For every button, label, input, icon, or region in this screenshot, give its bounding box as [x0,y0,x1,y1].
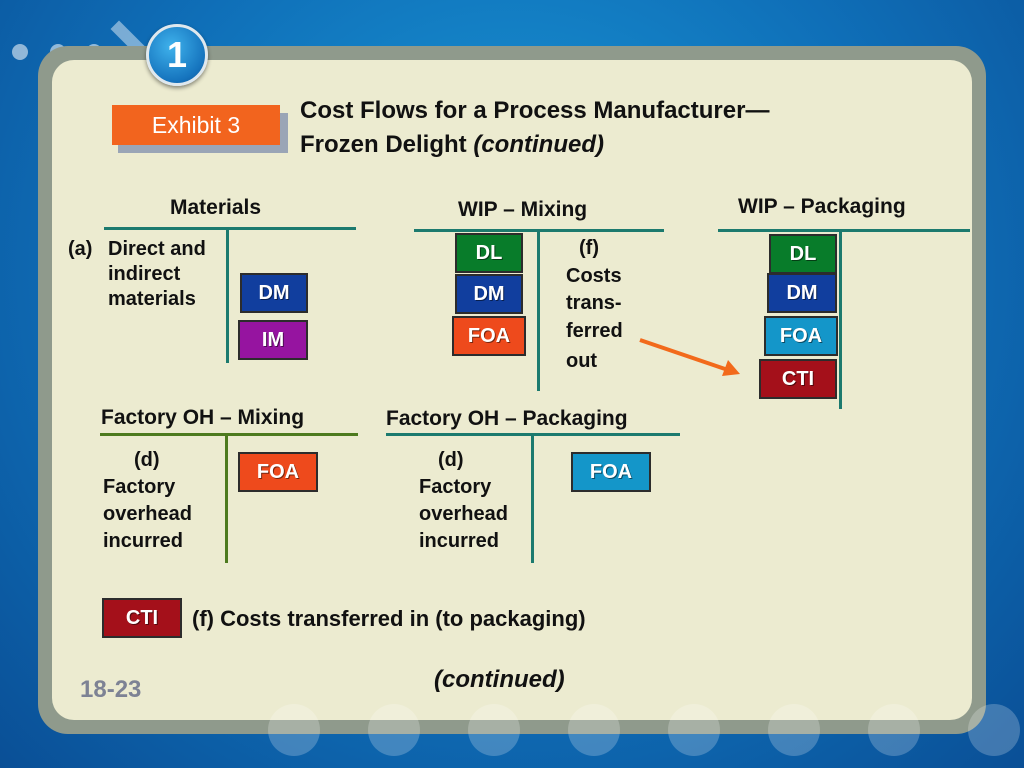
decor-bubble [968,704,1020,756]
foh-packaging-entry-line: Factory [419,476,492,498]
foh-mixing-entry-line: incurred [103,530,184,552]
foh-packaging-top-line [386,433,680,436]
wip-packaging-cti-box: CTI [759,359,837,399]
materials-entry-line: Direct and [108,238,206,260]
materials-entry-line: indirect [108,263,181,285]
materials-account-title: Materials [170,196,262,219]
wip-mixing-top-line [414,229,664,232]
decor-bubble [668,704,720,756]
foh-mixing-foa-box: FOA [238,452,318,492]
slide-title: Cost Flows for a Process Manufacturer— F… [300,94,920,162]
wip-packaging-dl-box: DL [769,234,837,274]
decor-bubble [468,704,520,756]
wip-mixing-divider [537,231,540,391]
decor-bubble [568,704,620,756]
decor-bubble [868,704,920,756]
materials-account-divider [226,229,229,363]
slide-number-badge: 1 [146,24,208,86]
wip-mixing-foa-box: FOA [452,316,526,356]
decor-bubble [268,704,320,756]
wip-mixing-dl-box: DL [455,233,523,273]
foh-mixing-entry-line: Factory [103,476,176,498]
wip-packaging-dm-box: DM [767,273,837,313]
decor-dot [12,44,28,60]
title-line-1: Cost Flows for a Process Manufacturer— [300,97,770,124]
materials-im-box: IM [238,320,308,360]
foh-packaging-entry-line: incurred [419,530,500,552]
materials-entry-letter: (a) [68,238,93,260]
title-line-2: Frozen Delight (continued) [300,128,920,162]
wip-packaging-foa-box: FOA [764,316,838,356]
materials-dm-box: DM [240,273,308,313]
transfer-arrow-icon [639,338,740,376]
title-italic: (continued) [473,131,604,158]
foh-mixing-entry-line: (d) [134,449,160,471]
wip-mixing-credit-line: (f) [579,237,599,259]
legend-cti-box: CTI [102,598,182,638]
page-number: 18-23 [80,676,142,703]
continued-label: (continued) [434,666,565,693]
foh-packaging-divider [531,435,534,563]
decor-bubble [768,704,820,756]
wip-mixing-credit-line: Costs [566,265,622,287]
legend-text: (f) Costs transferred in (to packaging) [192,606,586,631]
foh-mixing-divider [225,435,228,563]
foh-mixing-top-line [100,433,358,436]
wip-mixing-dm-box: DM [455,274,523,314]
foh-mixing-entry-line: overhead [103,503,192,525]
foh-packaging-entry-line: overhead [419,503,508,525]
materials-entry-line: materials [108,288,196,310]
wip-mixing-account-title: WIP – Mixing [458,198,588,221]
foh-packaging-account-title: Factory OH – Packaging [386,407,628,430]
wip-mixing-credit-line: ferred [566,320,623,342]
foh-packaging-foa-box: FOA [571,452,651,492]
exhibit-tag: Exhibit 3 [112,105,280,145]
wip-packaging-top-line [718,229,970,232]
wip-packaging-account-title: WIP – Packaging [738,195,906,218]
wip-packaging-divider [839,231,842,409]
foh-packaging-entry-line: (d) [438,449,464,471]
wip-mixing-credit-line: trans- [566,292,622,314]
foh-mixing-account-title: Factory OH – Mixing [101,406,305,429]
title-text: Frozen Delight [300,131,474,158]
decor-bubble [368,704,420,756]
materials-account-top-line [104,227,356,230]
wip-mixing-credit-line: out [566,350,598,372]
